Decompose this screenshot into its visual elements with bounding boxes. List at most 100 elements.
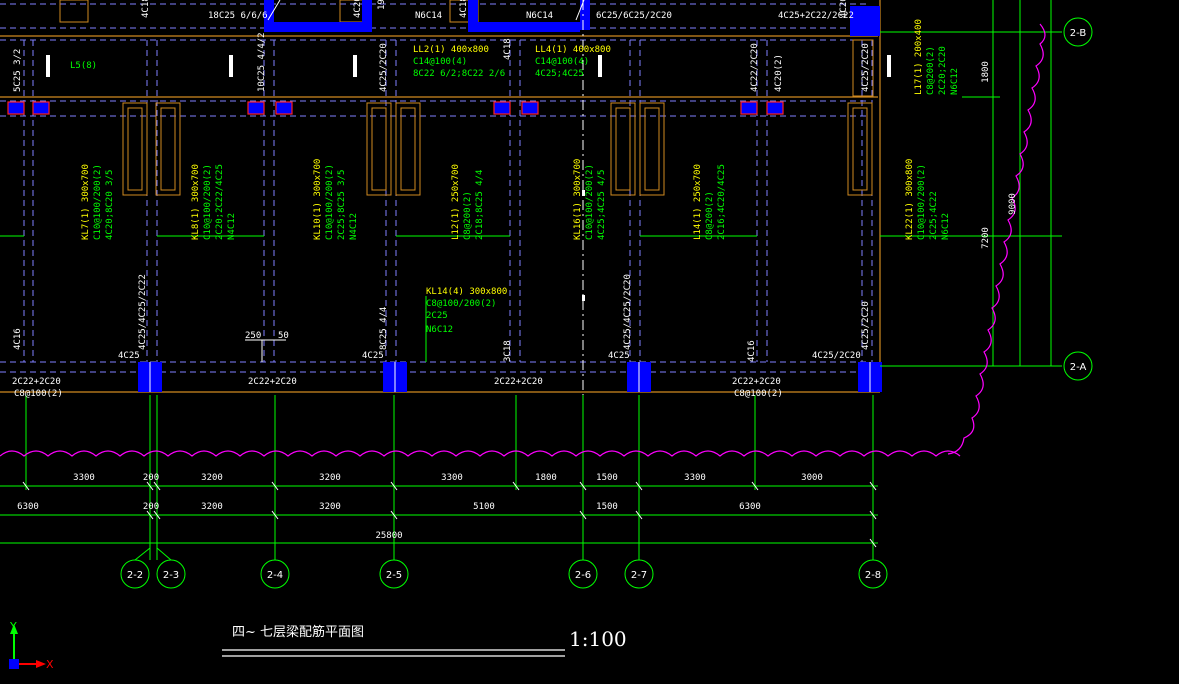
label-top-5: 4C25+2C22/2C22: [778, 11, 854, 21]
label-5C25: 5C25 3/2: [13, 49, 23, 92]
label-KL8-waist: N4C12: [227, 213, 237, 240]
label-bottom-under-6: C8@100(2): [734, 389, 783, 399]
dim-row2-4: 3200: [319, 502, 341, 512]
label-KL22-stirrup: C10@100/200(2): [917, 164, 927, 240]
label-LL4-rebar: 4C25;4C25: [535, 69, 584, 79]
axis-grid-lines: [0, 0, 1062, 560]
axis-bubble-2-8: [858, 559, 888, 589]
label-LL2-rebar: 8C22 6/2;8C22 2/6: [413, 69, 505, 79]
label-KL16-title: KL16(1) 300x700: [573, 159, 583, 240]
axis-bubble-2-6: [568, 559, 598, 589]
label-KL16-rebar: 4C25;4C25 4/5: [597, 170, 607, 240]
label-KL10-title: KL10(1) 300x700: [313, 159, 323, 240]
label-KL7-stirrup: C10@100/200(2): [93, 164, 103, 240]
dim-row1-5: 3300: [441, 473, 463, 483]
label-bottom-row-2: 4C25: [362, 351, 384, 361]
label-L12-stirrup: C8@200(2): [463, 191, 473, 240]
ucs-icon: [9, 624, 46, 669]
label-top-7: 4C20: [353, 0, 363, 18]
label-top-9: 19: [377, 0, 387, 10]
axis-label-2-4: 2-4: [267, 570, 283, 581]
dim-row1-8: 3300: [684, 473, 706, 483]
label-L14-title: L14(1) 250x700: [693, 164, 703, 240]
label-bottom-col-4: 3C18: [503, 340, 513, 362]
dim-row2-7: 6300: [739, 502, 761, 512]
label-KL7-rebar: 4C20;8C20 3/5: [105, 170, 115, 240]
label-10C25: 10C25 4/4/2: [257, 32, 267, 92]
dim-total: 25800: [375, 531, 402, 541]
label-L17-stirrup: C8@200(2): [926, 46, 936, 95]
label-top-1: 18C25 6/6/6: [208, 11, 268, 21]
label-4C25-2C20-b: 4C25/2C20: [861, 43, 871, 92]
label-KL16-stirrup: C10@100/200(2): [585, 164, 595, 240]
label-L14-stirrup: C8@200(2): [705, 191, 715, 240]
ucs-x-label: X: [46, 658, 54, 671]
dashed-beam-lines: [0, 3, 873, 373]
label-bottom-col-3: 8C25 4/4: [379, 307, 389, 350]
dim-right-2: 9000: [1008, 193, 1018, 215]
label-bottom-col-5: 4C25/4C25/2C20: [623, 274, 633, 350]
bottom-columns: [138, 362, 882, 392]
label-bottom-under-5: 2C22+2C20: [732, 377, 781, 387]
label-bottom-col-6: 4C16: [747, 340, 757, 362]
label-KL8-title: KL8(1) 300x700: [191, 164, 201, 240]
axis-label-2-2: 2-2: [127, 570, 143, 581]
label-KL22-waist: N6C12: [941, 213, 951, 240]
axis-label-2-5: 2-5: [386, 570, 402, 581]
axis-label-2-6: 2-6: [575, 570, 591, 581]
axis-label-2-8: 2-8: [865, 570, 881, 581]
dim-row1-2: 200: [143, 473, 159, 483]
label-L5: L5(8): [70, 61, 97, 71]
label-LL4-title: LL4(1) 400x800: [535, 45, 611, 55]
axis-bubble-2-4: [260, 559, 290, 589]
label-4C22-2C20: 4C22/2C20: [750, 43, 760, 92]
label-dim-50: 50: [278, 331, 289, 341]
axis-label-2-7: 2-7: [631, 570, 647, 581]
label-KL14-rebar: 2C25: [426, 311, 448, 321]
revision-cloud: [0, 23, 1046, 457]
label-top-8: 4C18: [459, 0, 469, 18]
label-top-2: N6C14: [415, 11, 442, 21]
label-4C18-b: 4C18: [503, 38, 513, 60]
label-LL2-title: LL2(1) 400x800: [413, 45, 489, 55]
label-L17-waist: N6C12: [950, 68, 960, 95]
label-KL10-waist: N4C12: [349, 213, 359, 240]
label-KL22-rebar: 2C25;4C22: [929, 191, 939, 240]
axis-label-2-A: 2-A: [1070, 362, 1087, 373]
dim-right-1: 1800: [981, 61, 991, 83]
small-note-marks: [46, 55, 891, 301]
label-bottom-under-4: 2C22+2C20: [494, 377, 543, 387]
axis-bubbles: [120, 17, 1093, 589]
label-dim-250: 250: [245, 331, 261, 341]
label-L14-rebar: 2C16;4C20/4C25: [717, 164, 727, 240]
label-L12-rebar: 2C18;8C25 4/4: [475, 170, 485, 240]
label-LL4-stirrup: C14@100(4): [535, 57, 589, 67]
label-top-10: 4C20: [839, 0, 849, 18]
label-bottom-under-1: 2C22+2C20: [12, 377, 61, 387]
axis-bubble-2-A: [1063, 351, 1093, 381]
dim-row2-2: 200: [143, 502, 159, 512]
axis-bubble-2-7: [624, 559, 654, 589]
label-KL8-rebar: 2C20;2C22/4C25: [215, 164, 225, 240]
dim-row1-1: 3300: [73, 473, 95, 483]
label-bottom-col-1: 4C16: [13, 328, 23, 350]
label-top-4: 6C25/6C25/2C20: [596, 11, 672, 21]
dim-right-3: 7200: [981, 227, 991, 249]
label-bottom-under-2: C8@100(2): [14, 389, 63, 399]
label-KL8-stirrup: C10@100/200(2): [203, 164, 213, 240]
label-KL10-rebar: 2C25;8C25 3/5: [337, 170, 347, 240]
label-KL10-stirrup: C10@100/200(2): [325, 164, 335, 240]
ucs-y-label: Y: [9, 620, 17, 633]
dim-row2-3: 3200: [201, 502, 223, 512]
label-L12-title: L12(1) 250x700: [451, 164, 461, 240]
dimension-ticks: [22, 481, 877, 548]
label-KL14-stirrup: C8@100/200(2): [426, 299, 496, 309]
label-4C20-2: 4C20(2): [774, 54, 784, 92]
dim-row1-4: 3200: [319, 473, 341, 483]
dim-row2-5: 5100: [473, 502, 495, 512]
dim-row1-3: 3200: [201, 473, 223, 483]
upper-column-caps: [7, 101, 784, 115]
dim-row1-9: 3000: [801, 473, 823, 483]
axis-bubble-2-B: [1063, 17, 1093, 47]
